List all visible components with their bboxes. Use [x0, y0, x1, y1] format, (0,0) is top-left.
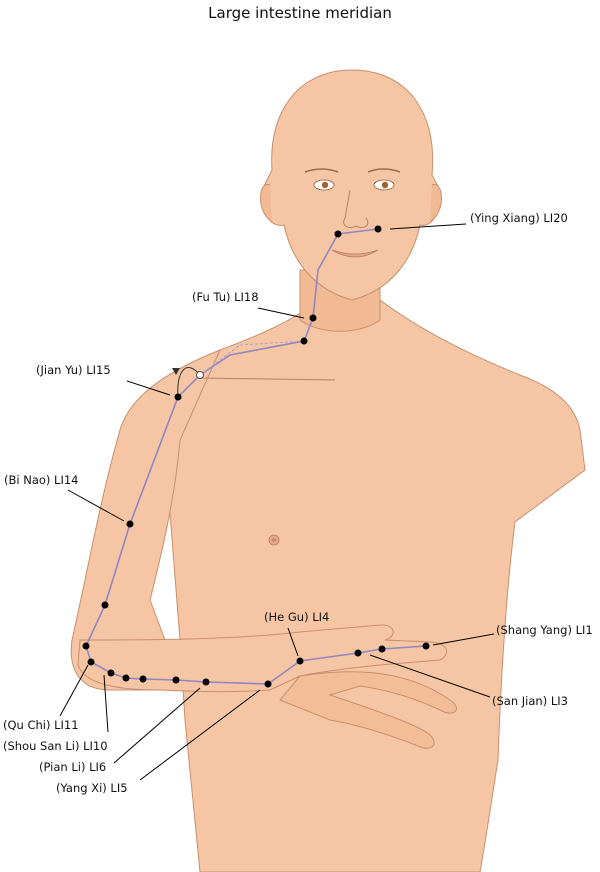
point-li11: [88, 659, 95, 666]
label-li11: (Qu Chi) LI11: [3, 718, 79, 732]
point-li7: [173, 677, 180, 684]
label-li10: (Shou San Li) LI10: [3, 739, 108, 753]
label-li14: (Bi Nao) LI14: [4, 473, 79, 487]
point-li3: [355, 650, 362, 657]
point-li14: [127, 521, 134, 528]
torso: [164, 300, 585, 872]
label-li20: (Ying Xiang) LI20: [470, 211, 568, 225]
point-li19: [335, 231, 342, 238]
body-figure: [71, 70, 585, 872]
point-li20: [375, 226, 382, 233]
leader-li11: [60, 665, 88, 716]
label-li1: (Shang Yang) LI1: [496, 623, 593, 637]
point-li17: [301, 338, 308, 345]
nipple-center: [272, 538, 276, 542]
point-li4: [297, 658, 304, 665]
meridian-open-point: [197, 372, 204, 379]
point-li6: [203, 679, 210, 686]
point-li13: [102, 602, 109, 609]
point-li18: [310, 315, 317, 322]
point-li15: [175, 394, 182, 401]
point-li10: [108, 670, 115, 677]
point-li12: [83, 643, 90, 650]
point-li9: [123, 675, 130, 682]
point-li1: [423, 643, 430, 650]
label-li6: (Pian Li) LI6: [39, 760, 106, 774]
label-li3: (San Jian) LI3: [492, 694, 568, 708]
point-li2: [379, 646, 386, 653]
right-iris: [382, 182, 388, 188]
point-li8: [140, 676, 147, 683]
leader-li18: [258, 308, 304, 318]
head: [262, 70, 440, 300]
label-li15: (Jian Yu) LI15: [36, 363, 111, 377]
point-li5: [265, 681, 272, 688]
label-li4: (He Gu) LI4: [264, 610, 329, 624]
right-ear: [430, 184, 442, 222]
label-li18: (Fu Tu) LI18: [192, 290, 259, 304]
left-iris: [322, 182, 328, 188]
label-li5: (Yang Xi) LI5: [56, 781, 128, 795]
left-ear: [261, 184, 273, 222]
